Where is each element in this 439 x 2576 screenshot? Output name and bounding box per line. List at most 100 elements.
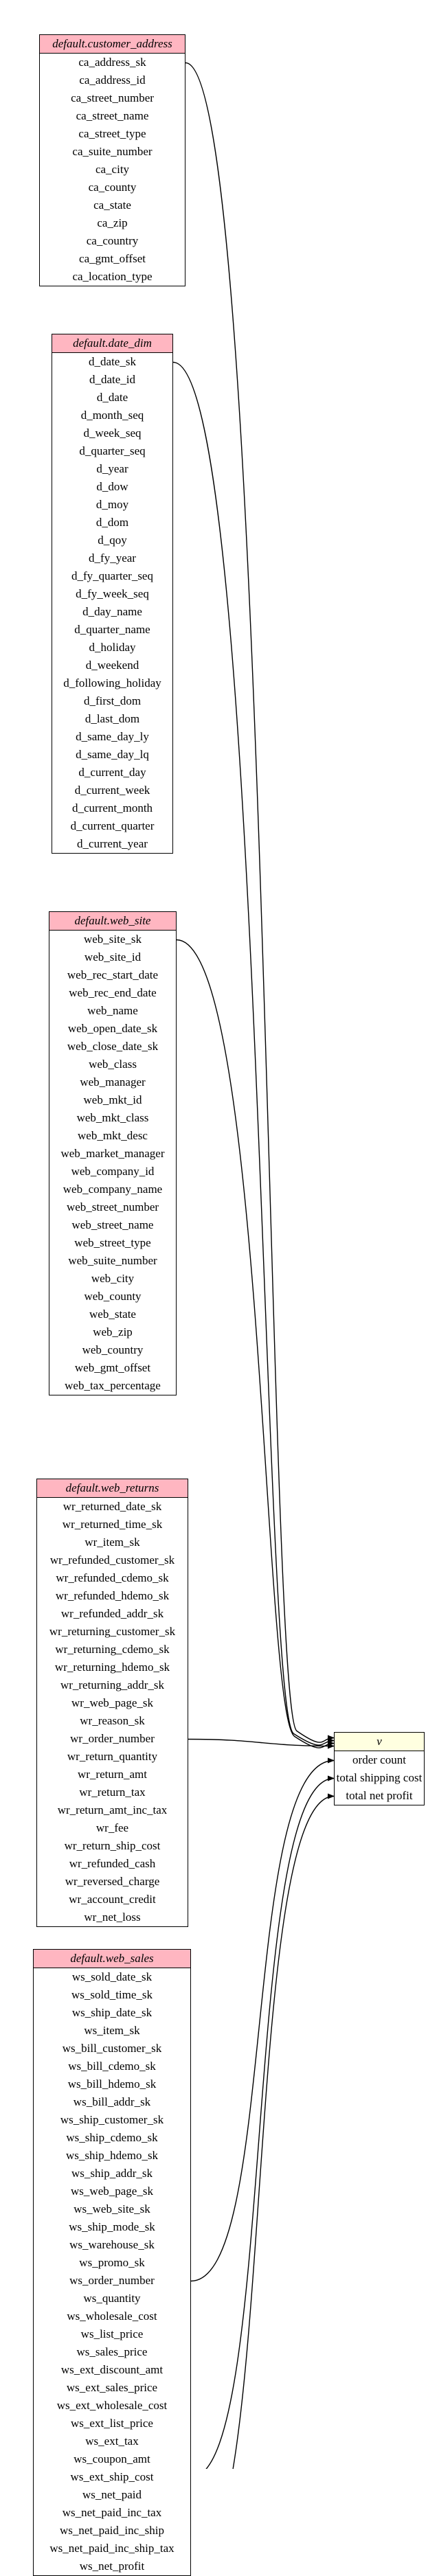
lineage-diagram: default.customer_address ca_address_sk ca_…: [33, 34, 425, 2576]
edge-layer: [172, 62, 335, 2469]
table-title: default.web_returns: [37, 1479, 188, 1498]
column-ca-location-type: ca_location_type: [72, 270, 153, 283]
column-ws-net-paid-inc-ship: ws_net_paid_inc_ship: [59, 2524, 165, 2537]
column-ca-address-id: ca_address_id: [79, 73, 146, 87]
column-ws-warehouse-sk: ws_warehouse_sk: [69, 2238, 155, 2251]
column-wr-return-quantity: wr_return_quantity: [67, 1750, 158, 1763]
column-d-holiday: d_holiday: [89, 641, 136, 654]
column-web-state: web_state: [89, 1308, 136, 1321]
column-web-tax-percentage: web_tax_percentage: [65, 1379, 161, 1392]
table-title: default.web_sales: [34, 1950, 190, 1968]
column-ws-wholesale-cost: ws_wholesale_cost: [67, 2310, 157, 2323]
column-ws-item-sk: ws_item_sk: [84, 2024, 140, 2037]
column-web-suite-number: web_suite_number: [68, 1254, 157, 1267]
column-ws-coupon-amt: ws_coupon_amt: [74, 2452, 150, 2465]
column-ws-ext-wholesale-cost: ws_ext_wholesale_cost: [56, 2399, 168, 2412]
column-d-date-id: d_date_id: [89, 373, 136, 386]
table-title: default.date_dim: [52, 334, 172, 353]
column-d-following-holiday: d_following_holiday: [63, 676, 161, 689]
result-column-total-shipping-cost: total shipping cost: [336, 1771, 423, 1784]
column-wr-refunded-addr-sk: wr_refunded_addr_sk: [60, 1607, 164, 1620]
column-web-close-date-sk: web_close_date_sk: [67, 1040, 159, 1053]
table-web-sales: default.web_sales ws_sold_date_sk ws_sold_…: [33, 1949, 191, 2576]
column-d-first-dom: d_first_dom: [83, 694, 142, 707]
column-ws-net-paid-inc-tax: ws_net_paid_inc_tax: [62, 2506, 162, 2519]
column-ca-county: ca_county: [88, 181, 137, 194]
column-d-dow: d_dow: [96, 480, 128, 493]
column-web-street-number: web_street_number: [66, 1200, 159, 1213]
column-ws-promo-sk: ws_promo_sk: [79, 2256, 145, 2269]
column-ws-bill-cdemo-sk: ws_bill_cdemo_sk: [68, 2060, 156, 2073]
column-web-mkt-id: web_mkt_id: [83, 1093, 142, 1106]
column-d-same-day-ly: d_same_day_ly: [76, 730, 149, 743]
column-ws-order-number: ws_order_number: [69, 2274, 155, 2287]
column-d-week-seq: d_week_seq: [83, 426, 142, 440]
column-web-company-name: web_company_name: [63, 1183, 163, 1196]
column-web-company-id: web_company_id: [71, 1165, 155, 1178]
column-wr-web-page-sk: wr_web_page_sk: [71, 1696, 153, 1709]
column-web-street-name: web_street_name: [71, 1218, 154, 1231]
column-ca-street-number: ca_street_number: [71, 91, 154, 104]
column-wr-returning-hdemo-sk: wr_returning_hdemo_sk: [54, 1661, 170, 1674]
column-ws-ext-list-price: ws_ext_list_price: [71, 2417, 153, 2430]
column-ws-list-price: ws_list_price: [80, 2327, 144, 2340]
column-web-county: web_county: [84, 1290, 142, 1303]
column-ws-net-profit: ws_net_profit: [79, 2560, 145, 2573]
column-ws-ship-mode-sk: ws_ship_mode_sk: [69, 2220, 155, 2233]
column-wr-refunded-customer-sk: wr_refunded_customer_sk: [49, 1553, 175, 1566]
column-ws-sold-date-sk: ws_sold_date_sk: [71, 1970, 153, 1983]
column-ws-ext-tax: ws_ext_tax: [85, 2435, 139, 2448]
column-d-fy-week-seq: d_fy_week_seq: [76, 587, 149, 600]
column-wr-returning-customer-sk: wr_returning_customer_sk: [49, 1625, 176, 1638]
column-web-country: web_country: [82, 1343, 144, 1356]
column-web-rec-start-date: web_rec_start_date: [67, 968, 159, 981]
column-ca-address-sk: ca_address_sk: [78, 56, 146, 69]
column-wr-reversed-charge: wr_reversed_charge: [65, 1875, 160, 1888]
column-wr-account-credit: wr_account_credit: [69, 1893, 156, 1906]
table-title: default.web_site: [49, 912, 176, 931]
column-ws-quantity: ws_quantity: [83, 2292, 141, 2305]
column-d-current-month: d_current_month: [71, 801, 153, 814]
column-ws-net-paid: ws_net_paid: [82, 2488, 142, 2501]
column-ws-ship-date-sk: ws_ship_date_sk: [71, 2006, 153, 2019]
column-ws-sales-price: ws_sales_price: [76, 2345, 148, 2358]
column-web-street-type: web_street_type: [74, 1236, 151, 1249]
column-ws-net-paid-inc-ship-tax: ws_net_paid_inc_ship_tax: [49, 2542, 175, 2555]
table-title: default.customer_address: [40, 35, 185, 54]
column-web-manager: web_manager: [80, 1075, 146, 1088]
column-web-site-id: web_site_id: [84, 950, 142, 964]
column-d-weekend: d_weekend: [85, 659, 139, 672]
column-ws-ext-sales-price: ws_ext_sales_price: [66, 2381, 158, 2394]
column-ca-street-name: ca_street_name: [76, 109, 149, 122]
column-wr-return-tax: wr_return_tax: [79, 1786, 146, 1799]
column-ws-ext-discount-amt: ws_ext_discount_amt: [60, 2363, 164, 2376]
column-ca-suite-number: ca_suite_number: [72, 145, 153, 158]
column-d-current-day: d_current_day: [78, 766, 146, 779]
column-d-quarter-name: d_quarter_name: [74, 623, 150, 636]
column-wr-refunded-cash: wr_refunded_cash: [69, 1857, 156, 1870]
column-web-open-date-sk: web_open_date_sk: [67, 1022, 158, 1035]
edge-ca-address-sk: [185, 62, 335, 1743]
column-ws-sold-time-sk: ws_sold_time_sk: [71, 1988, 153, 2001]
column-ca-zip: ca_zip: [97, 216, 128, 229]
column-web-mkt-class: web_mkt_class: [76, 1111, 149, 1124]
column-web-class: web_class: [89, 1058, 137, 1071]
column-ws-ship-customer-sk: ws_ship_customer_sk: [60, 2113, 164, 2126]
result-column-total-net-profit: total net profit: [346, 1789, 413, 1802]
column-wr-refunded-hdemo-sk: wr_refunded_hdemo_sk: [55, 1589, 170, 1602]
column-wr-item-sk: wr_item_sk: [85, 1536, 140, 1549]
column-d-current-quarter: d_current_quarter: [70, 819, 155, 832]
column-wr-return-ship-cost: wr_return_ship_cost: [64, 1839, 161, 1852]
column-ca-state: ca_state: [93, 198, 131, 212]
column-d-date-sk: d_date_sk: [89, 355, 136, 368]
column-wr-returning-cdemo-sk: wr_returning_cdemo_sk: [55, 1643, 170, 1656]
column-web-rec-end-date: web_rec_end_date: [69, 986, 157, 999]
column-d-fy-year: d_fy_year: [89, 551, 136, 565]
column-ws-ship-cdemo-sk: ws_ship_cdemo_sk: [66, 2131, 158, 2144]
result-column-order-count: order count: [352, 1753, 406, 1766]
column-ca-city: ca_city: [95, 163, 130, 176]
column-d-same-day-lq: d_same_day_lq: [76, 748, 149, 761]
